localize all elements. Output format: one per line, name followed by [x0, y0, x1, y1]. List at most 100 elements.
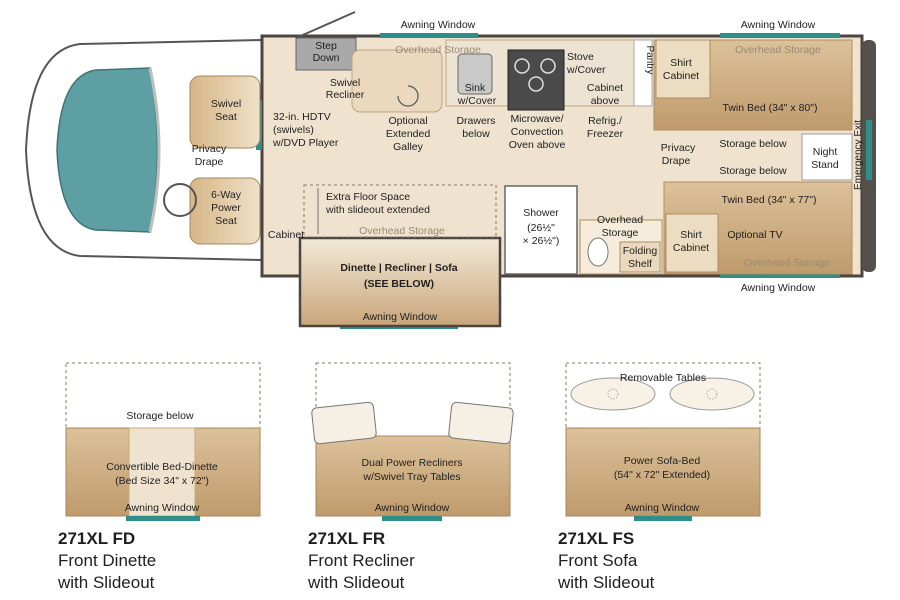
shirt-cabinet-bottom	[665, 213, 719, 273]
galley-label: Galley	[393, 141, 424, 153]
shirt-cabinet-label: Cabinet	[673, 242, 709, 254]
fs-center-label: (54" x 72" Extended)	[614, 469, 710, 481]
shower-label: × 26½")	[523, 235, 560, 247]
swivel-seat-label: Swivel	[211, 98, 241, 110]
pantry	[633, 39, 653, 107]
refrigerator-label: Refrig./	[588, 115, 622, 127]
rear-beds	[653, 39, 853, 275]
storage-below-label: Storage below	[719, 165, 787, 177]
shirt-cabinet-label: Shirt	[670, 57, 692, 69]
model-caption-fr: 271XL FR Front Recliner with Slideout	[308, 528, 415, 594]
storage-below-label: Storage below	[719, 138, 787, 150]
model-code: 271XL FD	[58, 529, 136, 548]
power-seat-label: Seat	[215, 215, 237, 227]
night-stand	[801, 133, 853, 181]
stove-label: w/Cover	[566, 64, 606, 76]
hdtv-label: 32-in. HDTV	[273, 111, 331, 123]
sink	[457, 53, 493, 95]
fs-tables-label: Removable Tables	[620, 372, 706, 384]
awning-window-label: Awning Window	[741, 282, 816, 294]
fr-center-label: Dual Power Recliners	[362, 457, 463, 469]
drawers-label: below	[462, 128, 490, 140]
privacy-drape-label: Drape	[662, 155, 691, 167]
toilet	[587, 237, 609, 267]
fd-window-label: Awning Window	[125, 502, 200, 514]
fd-storage-label: Storage below	[126, 410, 194, 422]
swivel-recliner-label: Recliner	[326, 89, 365, 101]
hdtv-label: (swivels)	[273, 124, 314, 136]
model-description: Front Dinette	[58, 551, 157, 570]
model-caption-fs: 271XL FS Front Sofa with Slideout	[558, 528, 654, 594]
shower-label: (26½"	[527, 222, 555, 234]
model-caption-fd: 271XL FD Front Dinette with Slideout	[58, 528, 156, 594]
overhead-storage-label: Overhead Storage	[744, 257, 830, 269]
windshield	[56, 67, 159, 233]
model-code: 271XL FR	[308, 529, 386, 548]
emergency-exit-label: Emergency Exit	[853, 120, 864, 190]
fr-center-label: w/Swivel Tray Tables	[362, 471, 460, 483]
power-seat-label: 6-Way	[211, 189, 242, 201]
microwave-label: Convection	[511, 126, 564, 138]
table-left	[570, 377, 656, 411]
shower-label: Shower	[523, 207, 559, 219]
model-description: with Slideout	[58, 573, 155, 592]
galley-label: Extended	[386, 128, 431, 140]
step-down-label: Down	[313, 52, 340, 64]
power-seat-label: Power	[211, 202, 241, 214]
swivel-recliner-label: Swivel	[330, 77, 360, 89]
fd-center-label: (Bed Size 34" x 72")	[115, 475, 209, 487]
folding-shelf-label: Folding	[623, 245, 658, 257]
privacy-drape-label: Privacy	[661, 142, 696, 154]
galley-label: Optional	[388, 115, 427, 127]
swivel-seat	[189, 75, 261, 149]
cabinet-above-label: above	[591, 95, 620, 107]
sink-label: w/Cover	[457, 95, 497, 107]
fs-center-label: Power Sofa-Bed	[624, 455, 701, 467]
step-down	[295, 37, 357, 71]
stove-label: Stove	[567, 51, 594, 63]
extra-floor-label: with slideout extended	[325, 204, 430, 216]
option-fs: Removable Tables Power Sofa-Bed (54" x 7…	[565, 362, 761, 521]
rear-window	[866, 120, 872, 180]
optional-tv-label: Optional TV	[727, 229, 782, 241]
overhead-storage-label: Overhead Storage	[359, 225, 445, 237]
night-stand-label: Stand	[811, 159, 839, 171]
overhead-storage-label: Overhead Storage	[735, 44, 821, 56]
awning-window-label: Awning Window	[741, 19, 816, 31]
extra-floor-label: Extra Floor Space	[326, 191, 410, 203]
stove	[507, 49, 565, 111]
awning-window-label: Awning Window	[363, 311, 438, 323]
fr-window-label: Awning Window	[375, 502, 450, 514]
folding-shelf	[619, 241, 661, 273]
awning-window-label: Awning Window	[401, 19, 476, 31]
folding-shelf-label: Shelf	[628, 258, 652, 270]
slideout	[298, 184, 502, 328]
drawers-label: Drawers	[456, 115, 495, 127]
microwave-label: Microwave/	[510, 113, 563, 125]
model-description: Front Sofa	[558, 551, 638, 570]
model-description: with Slideout	[558, 573, 655, 592]
overhead-storage-bath-label: Overhead	[597, 214, 643, 226]
privacy-drape-label: Privacy	[192, 143, 227, 155]
model-code: 271XL FS	[558, 529, 635, 548]
fd-center-label: Convertible Bed-Dinette	[106, 461, 218, 473]
hdtv-label: w/DVD Player	[272, 137, 339, 149]
microwave-label: Oven above	[509, 139, 566, 151]
power-seat	[189, 177, 261, 245]
model-description: Front Recliner	[308, 551, 415, 570]
galley-counter	[445, 39, 653, 111]
slideout-title: Dinette | Recliner | Sofa	[340, 262, 457, 274]
night-stand-label: Night	[813, 146, 838, 158]
floorplan-labels: Awning Window Awning Window Awning Windo…	[192, 19, 864, 323]
swivel-seat-label: Seat	[215, 111, 237, 123]
fs-window-label: Awning Window	[625, 502, 700, 514]
shirt-cabinet-top	[655, 39, 711, 99]
recliner-left	[311, 401, 377, 445]
overhead-storage-label: Overhead Storage	[395, 44, 481, 56]
swivel-recliner	[351, 49, 443, 113]
bathroom	[504, 185, 663, 275]
option-fd: Storage below Convertible Bed-Dinette (B…	[65, 362, 261, 521]
steering-wheel	[163, 183, 197, 217]
recliner-right	[448, 401, 514, 445]
